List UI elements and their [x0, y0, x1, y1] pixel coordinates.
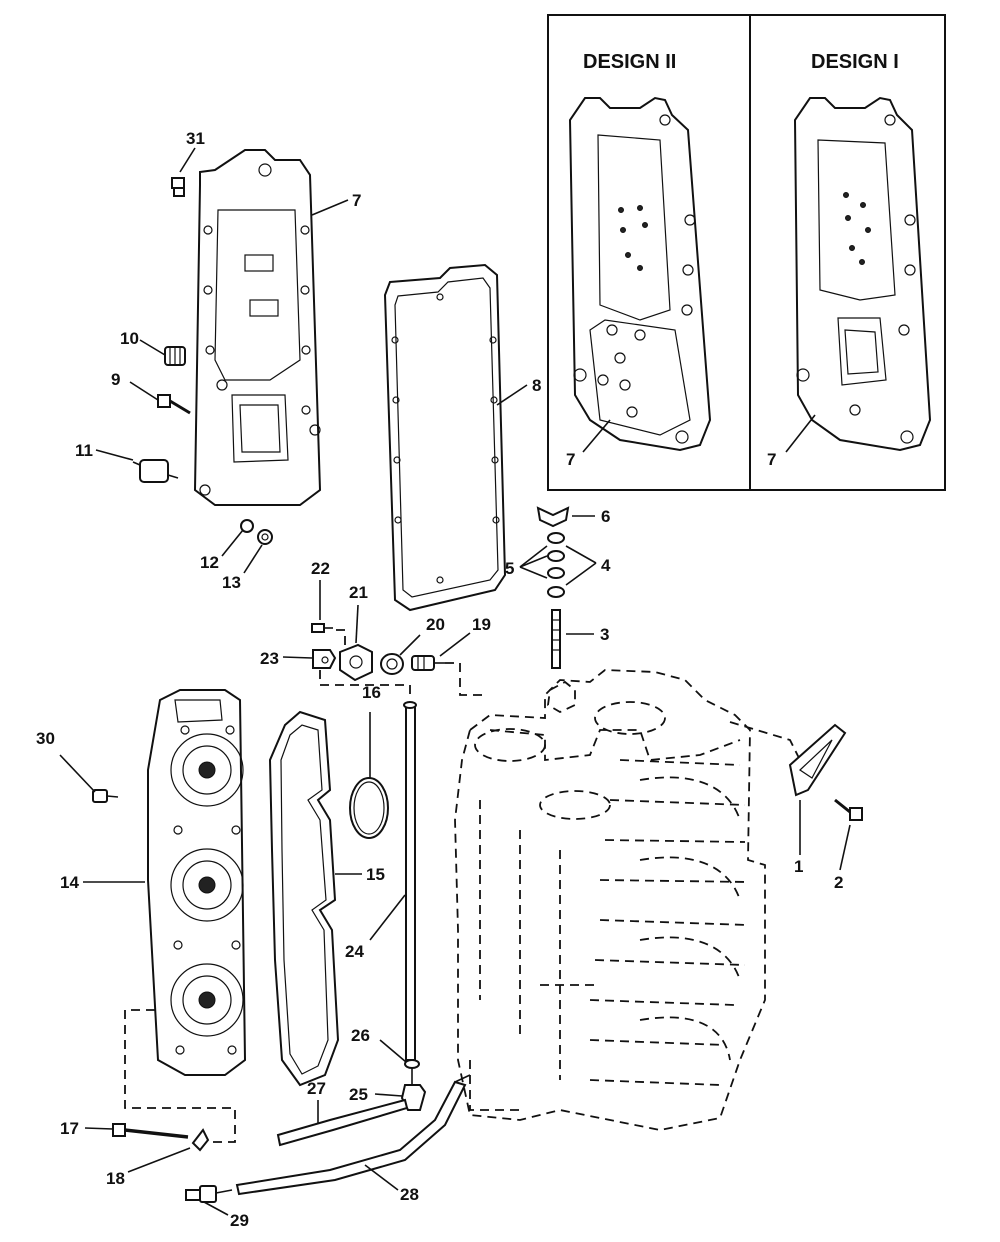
callout-8: 8 [532, 376, 541, 395]
seal-20 [380, 653, 404, 675]
screw-9 [157, 394, 191, 415]
callout-2: 2 [834, 873, 843, 892]
design-i-cover-plate [793, 96, 932, 452]
callout-1: 1 [794, 857, 803, 876]
hose-27 [276, 1098, 409, 1147]
callout-7: 7 [352, 191, 361, 210]
cylinder-block [454, 669, 766, 1131]
callout-15: 15 [366, 865, 385, 884]
callout-23: 23 [260, 649, 279, 668]
callout-20: 20 [426, 615, 445, 634]
screw-22 [311, 623, 333, 633]
fitting-11 [132, 459, 179, 483]
sensor-30 [92, 789, 119, 803]
design-inset: DESIGN II DESIGN I 7 [547, 14, 946, 491]
housing-21 [339, 643, 373, 682]
tube-24 [403, 701, 417, 1061]
design-ii-cover-plate [568, 96, 712, 452]
transfer-port-cover [193, 149, 322, 506]
callout-18: 18 [106, 1169, 125, 1188]
bolt-17 [112, 1123, 189, 1139]
clip-18 [191, 1128, 210, 1152]
callout-22: 22 [311, 559, 330, 578]
screw-2 [834, 798, 863, 821]
nut-13 [257, 529, 273, 545]
wing-nut-6 [536, 506, 570, 528]
seal-26 [404, 1059, 420, 1069]
callout-25: 25 [349, 1085, 368, 1104]
o-ring-16 [349, 777, 389, 839]
gasket-8 [383, 263, 507, 612]
design-ii-title: DESIGN II [583, 51, 676, 73]
seal-12 [240, 519, 254, 533]
callout-17: 17 [60, 1119, 79, 1138]
design-ii-callout-7: 7 [566, 450, 575, 469]
callout-29: 29 [230, 1211, 249, 1230]
design-i-leader [785, 414, 816, 453]
design-i-title: DESIGN I [811, 51, 899, 73]
callout-6: 6 [601, 507, 610, 526]
callout-24: 24 [345, 942, 364, 961]
callout-11: 11 [75, 441, 93, 460]
callout-30: 30 [36, 729, 55, 748]
cylinder-head-14 [147, 689, 247, 1076]
stud-3 [551, 609, 561, 669]
callout-28: 28 [400, 1185, 419, 1204]
washers-4-5 [547, 532, 565, 598]
design-i-callout-7: 7 [767, 450, 776, 469]
callout-19: 19 [472, 615, 491, 634]
head-gasket-15 [268, 710, 340, 1087]
callout-10: 10 [120, 329, 139, 348]
bracket-1 [788, 723, 847, 797]
plug-31 [171, 177, 185, 197]
callout-3: 3 [600, 625, 609, 644]
callout-13: 13 [222, 573, 241, 592]
callout-31: 31 [186, 129, 205, 148]
callout-26: 26 [351, 1026, 370, 1045]
fitting-29 [185, 1185, 233, 1203]
fitting-19 [411, 655, 445, 671]
callout-16: 16 [362, 683, 381, 702]
callout-12: 12 [200, 553, 219, 572]
tee-fitting-25 [400, 1068, 427, 1111]
elbow-23 [312, 649, 337, 669]
callout-21: 21 [349, 583, 368, 602]
callout-27: 27 [307, 1079, 326, 1098]
callout-14: 14 [60, 873, 79, 892]
design-ii-leader [582, 419, 611, 453]
callout-9: 9 [111, 370, 120, 389]
callout-4: 4 [601, 556, 611, 575]
spring-10 [164, 346, 186, 366]
callout-5: 5 [505, 559, 514, 578]
